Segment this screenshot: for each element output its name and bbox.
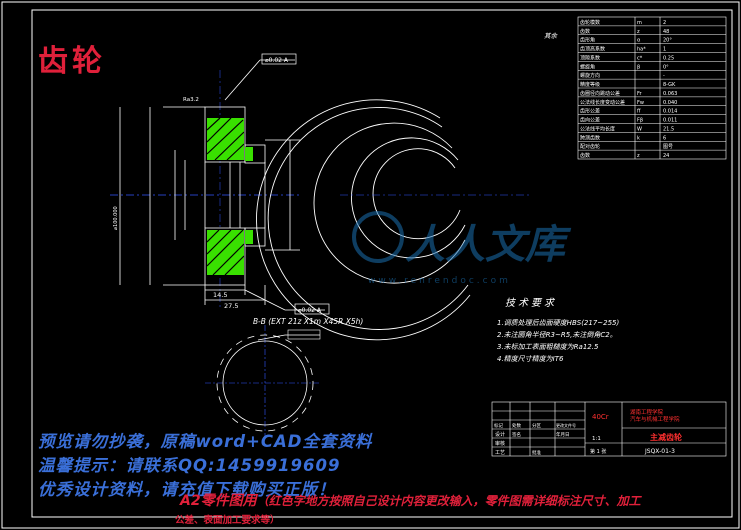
tb-label-sign: 签名 <box>512 431 521 438</box>
param-value: 21.5 <box>663 126 674 132</box>
a2-note-head: A2零件图用 <box>180 493 257 509</box>
tolerance-frame-top: ⌀0.02 A <box>261 53 297 65</box>
title-block <box>491 401 727 457</box>
param-value: 20° <box>663 38 672 44</box>
watermark-line-1: 预览请勿抄袭，原稿word+CAD全套资料 <box>38 432 373 451</box>
tb-label-review: 审核 <box>495 440 505 447</box>
param-symbol: c* <box>637 55 643 61</box>
param-name: 跨测齿数 <box>580 134 600 141</box>
tech-req-item: 3.未标加工表面粗糙度为Ra12.5 <box>497 343 599 351</box>
drawing-title: 齿轮 <box>38 44 106 79</box>
tb-sheet: 第 1 张 <box>590 448 606 455</box>
tech-req-item: 2.未注圆角半径R3~R5,未注倒角C2。 <box>497 331 617 339</box>
tb-label-design: 设计 <box>495 431 505 438</box>
gear-front-view <box>256 99 530 341</box>
section-hatching <box>206 117 253 276</box>
tb-label-date: 年月日 <box>556 431 570 438</box>
watermark-line-2: 温馨提示：请联系QQ:1459919609 <box>38 456 341 475</box>
param-value: 0° <box>663 64 669 70</box>
dim-ra: Ra3.2 <box>183 97 199 103</box>
param-name: 配对齿轮 <box>580 143 600 150</box>
param-value: 2 <box>663 20 666 26</box>
param-value: 0.25 <box>663 55 674 61</box>
section-label: B-B (EXT 21z X1m X45R X5h) <box>253 317 364 326</box>
watermark-line-3: 优秀设计资料，请充值下载购买正版！ <box>38 480 336 499</box>
param-name: 齿圈径向跳动公差 <box>580 90 620 97</box>
param-value: 0.040 <box>663 100 677 106</box>
param-symbol: α <box>637 38 641 44</box>
parameter-rows: 齿轮模数 m 2 齿数 z 48 齿形角 α 20° 齿顶高系数 ha* 1 顶隙系数 c* 0.25 螺旋角… <box>578 19 726 159</box>
param-name: 螺旋方向 <box>580 72 600 79</box>
dim-diameter: ⌀100.000 <box>113 206 119 230</box>
param-symbol: β <box>637 64 640 70</box>
param-value: 0.011 <box>663 118 677 124</box>
tb-school: 湖南工程学院 汽车与机械工程学院 <box>630 410 680 424</box>
site-logo: 人人文库 www.renrendoc.com <box>352 211 572 286</box>
param-symbol: m <box>637 20 642 26</box>
param-value: 图号 <box>663 144 673 150</box>
tb-material: 40Cr <box>592 413 609 421</box>
param-symbol: z <box>637 29 640 35</box>
tb-label-change: 更改文件号 <box>556 422 576 428</box>
param-symbol: ha* <box>637 47 646 53</box>
param-symbol: Fw <box>637 100 644 106</box>
param-symbol: ff <box>637 109 641 115</box>
param-value: 24 <box>663 153 669 159</box>
param-value: 1 <box>663 47 666 53</box>
param-name: 齿数 <box>580 28 590 35</box>
tb-drawing-no: JSQX-01-3 <box>644 448 675 455</box>
tb-label-mark: 标记 <box>494 422 503 429</box>
param-symbol: Fr <box>637 91 643 97</box>
spline-section <box>205 325 320 440</box>
param-name: 齿数 <box>580 152 590 159</box>
param-name: 公法线平均长度 <box>580 125 615 132</box>
param-name: 精度等级 <box>580 81 600 88</box>
svg-text:人人文库: 人人文库 <box>405 221 572 268</box>
tech-req-title: 技术要求 <box>505 298 557 309</box>
svg-text:www.renrendoc.com: www.renrendoc.com <box>368 276 511 286</box>
param-value: 0.063 <box>663 91 677 97</box>
param-symbol: Fβ <box>637 118 643 124</box>
tb-scale: 1:1 <box>592 436 601 442</box>
a2-note: A2零件图用（红色字地方按照自己设计内容更改输入，零件图需详细标注尺寸、加工 <box>180 490 641 510</box>
param-value: - <box>663 73 665 79</box>
inner-frame <box>31 9 733 518</box>
param-name: 公法线长度变动公差 <box>580 99 625 106</box>
param-symbol: z <box>637 153 640 159</box>
roughness-note: 其余 <box>544 32 557 40</box>
param-value: 0.014 <box>663 109 677 115</box>
spline-tolerance <box>287 329 321 340</box>
param-name: 齿顶高系数 <box>580 46 605 53</box>
tb-school-line1: 湖南工程学院 <box>630 410 664 416</box>
tb-label-process: 工艺 <box>495 450 505 456</box>
a2-note-line2: 公差、表面加工要求等） <box>175 515 280 526</box>
param-name: 齿形公差 <box>580 108 600 115</box>
param-name: 螺旋角 <box>580 63 595 70</box>
tb-label-zone: 分区 <box>532 422 541 429</box>
tech-req-item: 4.精度尺寸精度为IT6 <box>497 355 564 363</box>
param-symbol: W <box>637 126 642 132</box>
tb-school-line2: 汽车与机械工程学院 <box>630 417 680 423</box>
param-name: 齿轮模数 <box>580 19 600 26</box>
tb-part-name: 主减齿轮 <box>650 433 682 442</box>
svg-text:⌀0.02 A: ⌀0.02 A <box>265 57 289 64</box>
param-value: 48 <box>663 29 669 35</box>
param-name: 齿向公差 <box>580 117 600 124</box>
param-name: 顶隙系数 <box>580 54 600 61</box>
param-name: 齿形角 <box>580 37 595 44</box>
a2-note-body: （红色字地方按照自己设计内容更改输入，零件图需详细标注尺寸、加工 <box>256 494 641 508</box>
tolerance-frame-bottom: ⌀0.02 A <box>294 303 330 315</box>
dim-14-5: 14.5 <box>213 291 227 299</box>
param-symbol: k <box>637 135 640 141</box>
param-value: 8-GK <box>663 82 676 88</box>
tech-req-item: 1.调质处理后齿面硬度HBS(217~255) <box>497 319 620 327</box>
tb-label-approve: 批准 <box>532 449 541 456</box>
dim-27-5: 27.5 <box>224 302 238 310</box>
param-value: 6 <box>663 135 666 141</box>
tb-label-count: 处数 <box>512 422 521 429</box>
svg-text:⌀0.02 A: ⌀0.02 A <box>298 307 322 314</box>
